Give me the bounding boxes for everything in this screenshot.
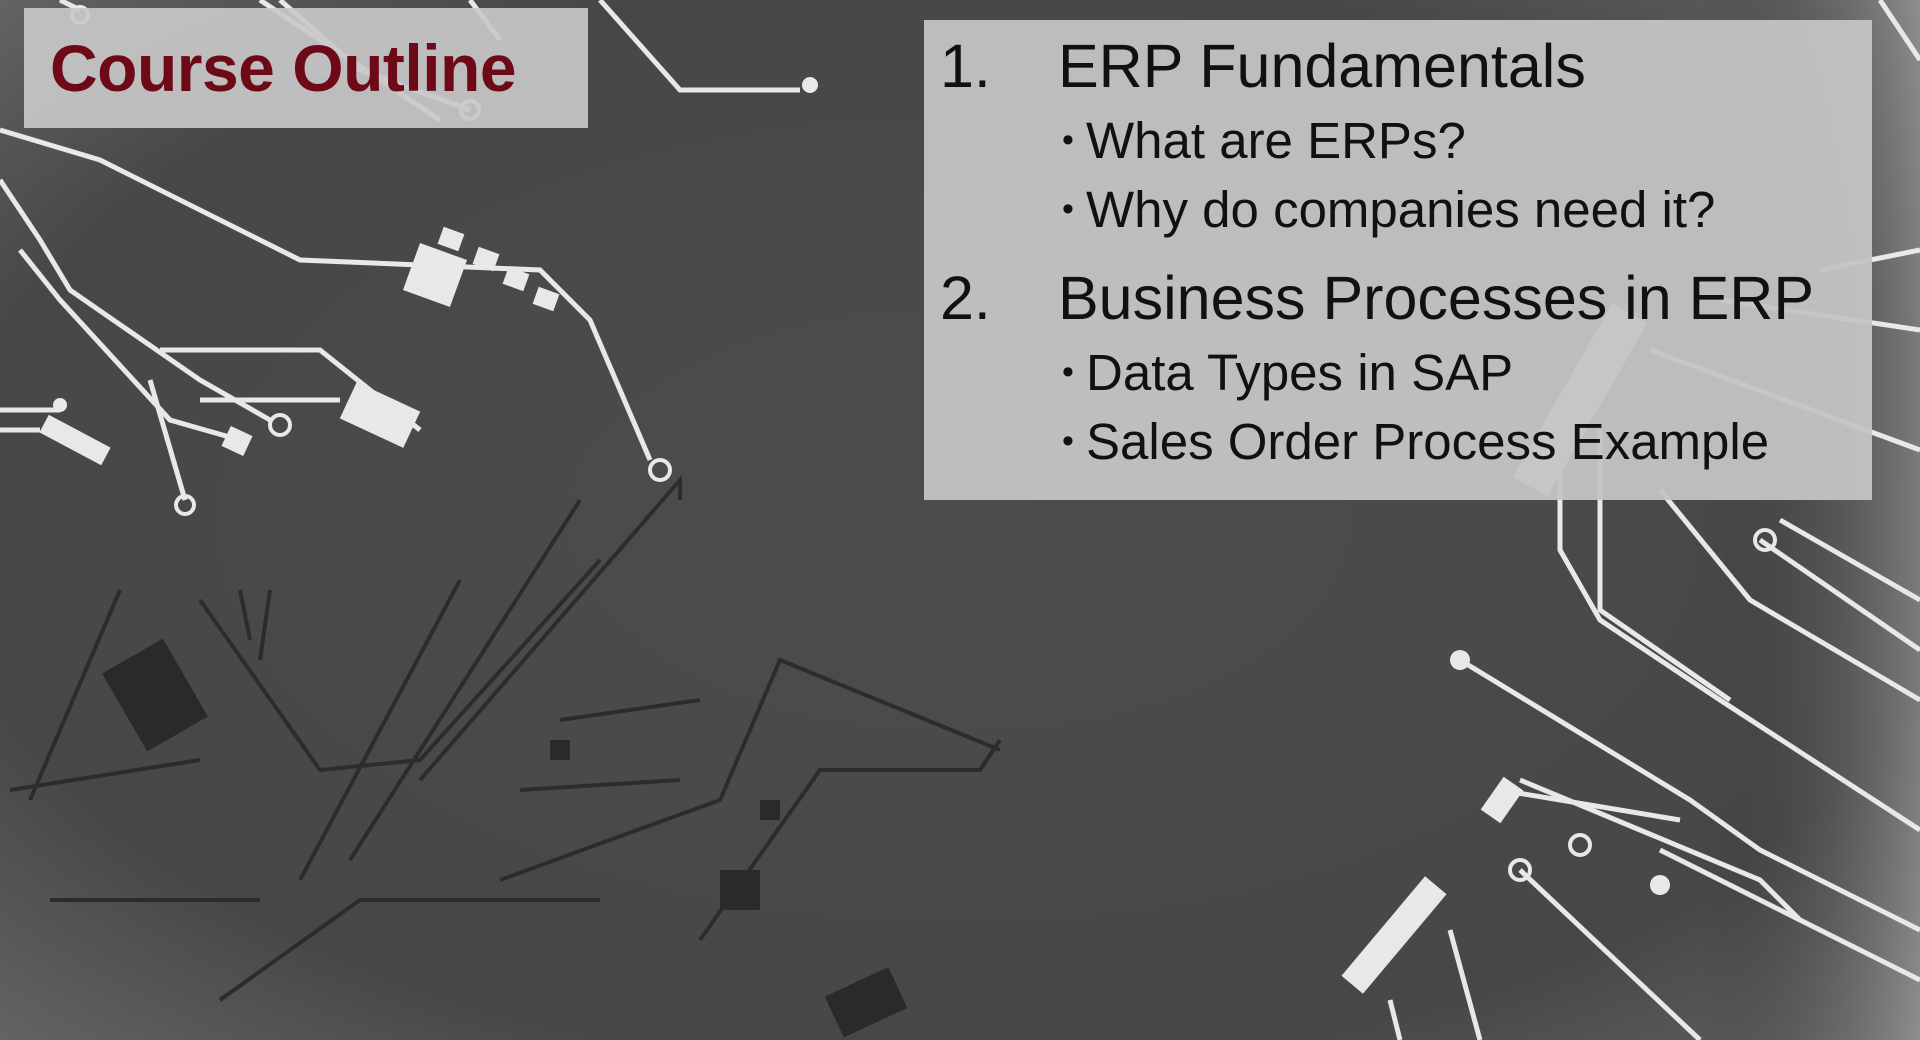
bullet-text: What are ERPs? (1086, 112, 1466, 169)
bullet-item: • What are ERPs? (1062, 106, 1872, 175)
bullet-icon: • (1062, 422, 1074, 460)
section-number: 1. (940, 32, 991, 100)
outline-section-1: 1. ERP Fundamentals • What are ERPs? • W… (940, 26, 1872, 244)
bullet-item: • Data Types in SAP (1062, 338, 1872, 407)
outline-section-2: 2. Business Processes in ERP • Data Type… (940, 258, 1872, 476)
section-bullets: • What are ERPs? • Why do companies need… (940, 106, 1872, 244)
section-heading: ERP Fundamentals (1058, 32, 1586, 100)
bullet-icon: • (1062, 190, 1074, 228)
course-outline-box: 1. ERP Fundamentals • What are ERPs? • W… (924, 20, 1872, 500)
bullet-item: • Why do companies need it? (1062, 175, 1872, 244)
bullet-text: Sales Order Process Example (1086, 413, 1770, 470)
slide-title: Course Outline (50, 31, 517, 105)
section-heading-row: 1. ERP Fundamentals (940, 26, 1872, 106)
bullet-text: Why do companies need it? (1086, 181, 1716, 238)
title-box: Course Outline (24, 8, 588, 128)
section-heading: Business Processes in ERP (1058, 264, 1815, 332)
bullet-icon: • (1062, 353, 1074, 391)
section-heading-row: 2. Business Processes in ERP (940, 258, 1872, 338)
bullet-text: Data Types in SAP (1086, 344, 1514, 401)
bullet-item: • Sales Order Process Example (1062, 407, 1872, 476)
bullet-icon: • (1062, 121, 1074, 159)
section-bullets: • Data Types in SAP • Sales Order Proces… (940, 338, 1872, 476)
section-number: 2. (940, 264, 991, 332)
